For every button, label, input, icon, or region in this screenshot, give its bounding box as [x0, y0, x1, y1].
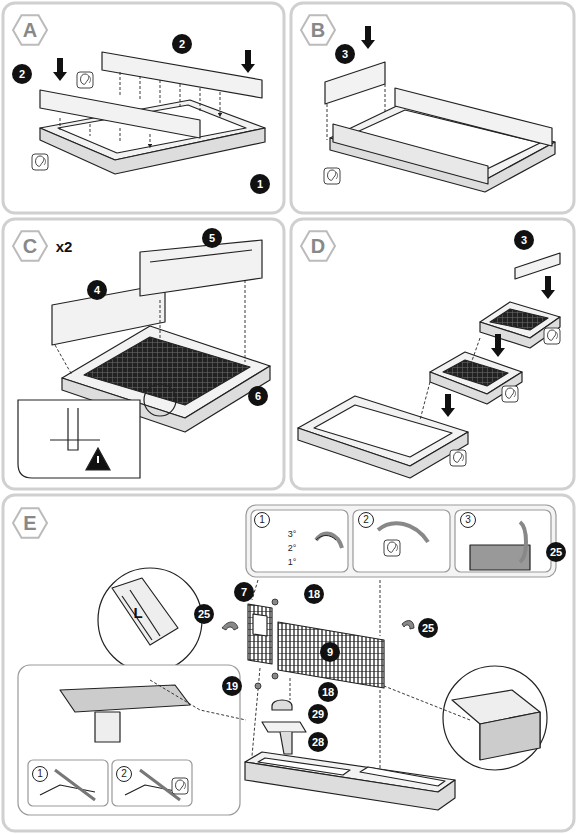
substep-number: 2	[358, 512, 374, 528]
substep-number: 3	[460, 512, 476, 528]
callout-number: 4	[87, 280, 107, 300]
order-mark: 3°	[288, 530, 297, 539]
step-letter: B	[311, 20, 325, 40]
order-mark: 2°	[288, 544, 297, 553]
note-text: x2	[56, 239, 73, 254]
step-letter: A	[23, 20, 37, 40]
callout-number: 9	[320, 642, 340, 662]
step-badge	[301, 15, 335, 44]
callout-number: 6	[248, 386, 268, 406]
step-badge	[13, 15, 47, 44]
callout-number: 25	[194, 604, 214, 624]
callout-number: 3	[335, 44, 355, 64]
callout-number: 19	[222, 676, 242, 696]
callout-number: 2	[172, 34, 192, 54]
substep-number: 2	[116, 766, 132, 782]
callout-number: 25	[418, 618, 438, 638]
callout-number: 28	[308, 732, 328, 752]
step-badge	[301, 231, 335, 260]
callout-number: 3	[514, 230, 534, 250]
callout-number: 2	[12, 64, 32, 84]
callout-number: 18	[318, 682, 338, 702]
step-badge	[13, 231, 47, 260]
callout-number: 25	[546, 542, 566, 562]
callout-number: 7	[234, 582, 254, 602]
step-letter: E	[23, 513, 36, 533]
step-letter: D	[311, 236, 325, 256]
callout-number: 5	[202, 228, 222, 248]
step-badge	[13, 508, 47, 537]
callout-number: 18	[304, 584, 324, 604]
substep-number: 1	[254, 512, 270, 528]
callout-number: 1	[250, 174, 270, 194]
callout-number: 29	[308, 704, 328, 724]
step-letter: C	[23, 236, 37, 256]
substep-number: 1	[32, 766, 48, 782]
note-text: L	[133, 605, 142, 620]
order-mark: 1°	[288, 558, 297, 567]
